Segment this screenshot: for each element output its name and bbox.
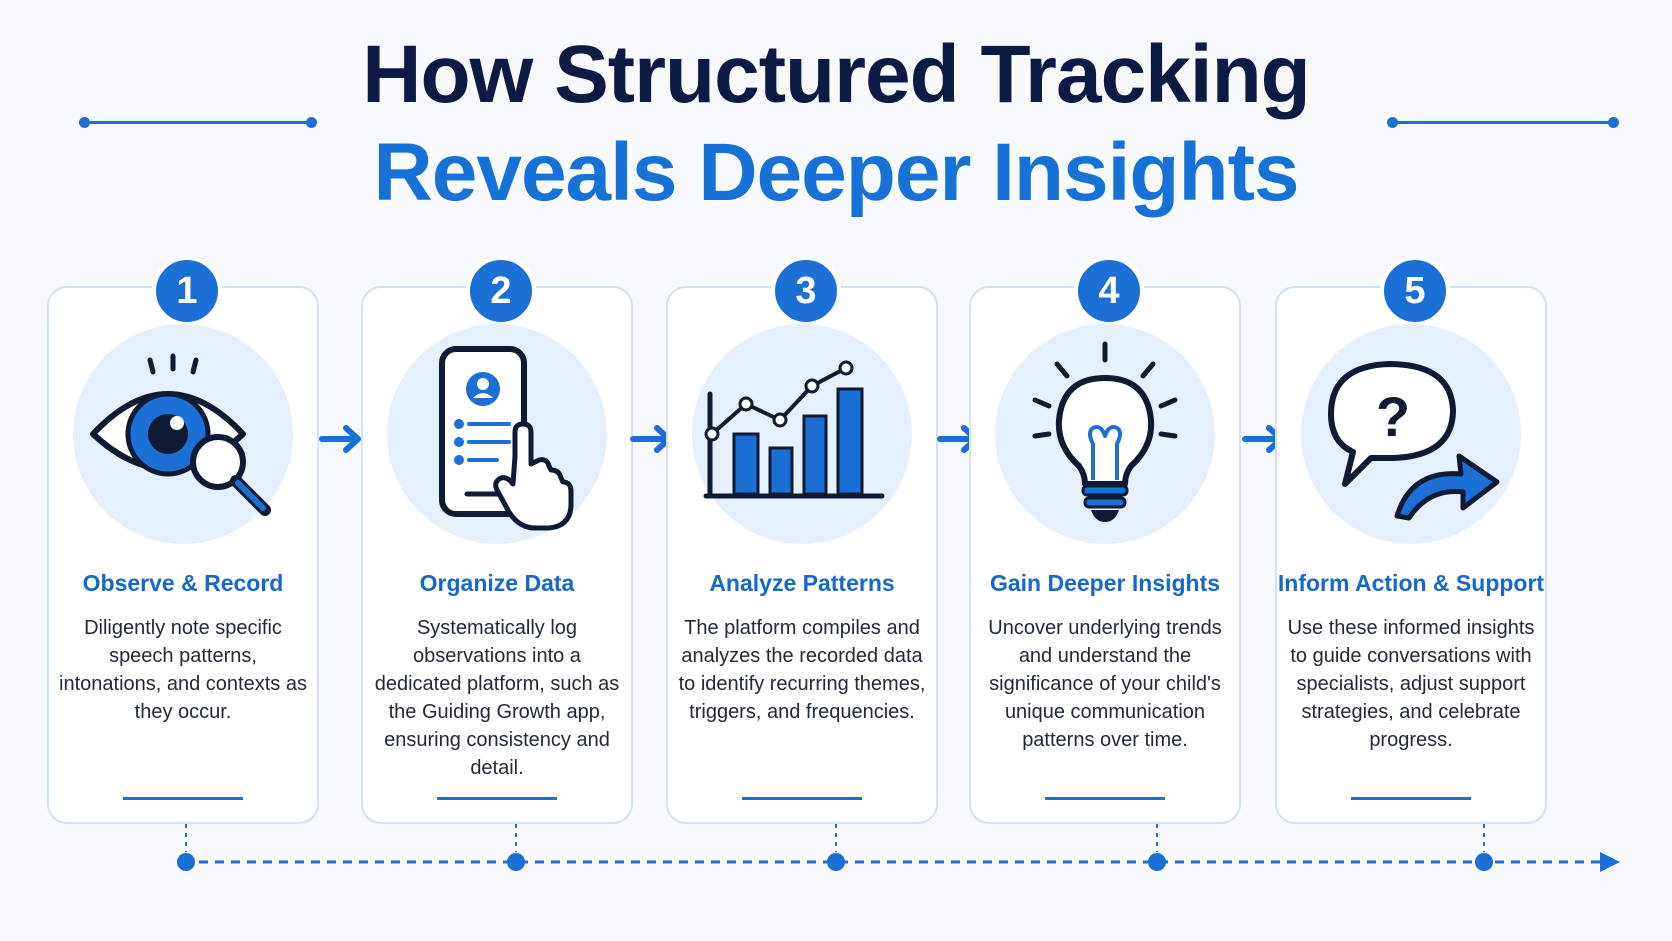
step-title: Inform Action & Support bbox=[1277, 570, 1545, 596]
step-title: Analyze Patterns bbox=[709, 570, 895, 596]
icon-backdrop: ? bbox=[1301, 324, 1521, 544]
title-line-1: How Structured Tracking bbox=[362, 29, 1311, 120]
step-description: Use these informed insights to guide con… bbox=[1287, 617, 1535, 751]
timeline-node-2 bbox=[507, 824, 525, 871]
card-divider bbox=[1351, 797, 1471, 800]
timeline-node-4 bbox=[1148, 824, 1166, 871]
card-divider bbox=[437, 797, 557, 800]
icon-backdrop bbox=[73, 324, 293, 544]
timeline bbox=[177, 824, 1620, 872]
icon-backdrop bbox=[995, 324, 1215, 544]
icon-backdrop bbox=[387, 324, 607, 544]
lightbulb-icon bbox=[1032, 341, 1178, 522]
step-number-badge: 5 bbox=[1380, 256, 1450, 326]
step-description: Systematically log observations into a d… bbox=[374, 617, 620, 779]
phone-tap-icon bbox=[439, 346, 574, 531]
timeline-node-1 bbox=[177, 824, 195, 871]
title-line-2: Reveals Deeper Insights bbox=[373, 127, 1300, 218]
question-bubble-arrow-icon: ? bbox=[1328, 361, 1500, 521]
step-card-1: 1 Observe & Record Diligently note speci… bbox=[47, 256, 319, 824]
timeline-arrowhead-icon bbox=[1600, 852, 1620, 872]
step-title: Gain Deeper Insights bbox=[989, 570, 1221, 596]
step-card-5: 5 ? Inform Action & Support Use these in… bbox=[1275, 256, 1547, 824]
step-number-badge: 4 bbox=[1074, 256, 1144, 326]
title-decoration-left bbox=[79, 117, 317, 128]
step-card-2: 2 Organize Data Systematically log obser… bbox=[361, 256, 633, 824]
step-title: Observe & Record bbox=[82, 570, 284, 596]
step-description: Uncover underlying trends and understand… bbox=[988, 617, 1222, 751]
eye-magnifier-icon bbox=[90, 353, 271, 516]
title-decoration-right bbox=[1387, 117, 1619, 128]
step-description: The platform compiles and analyzes the r… bbox=[678, 617, 926, 723]
step-number-badge: 1 bbox=[152, 256, 222, 326]
step-card-3: 3 Analyze Patterns The platform compiles… bbox=[666, 256, 938, 824]
step-number-badge: 3 bbox=[771, 256, 841, 326]
step-description: Diligently note specific speech patterns… bbox=[59, 617, 307, 723]
bar-line-chart-icon bbox=[703, 360, 885, 499]
timeline-node-3 bbox=[827, 824, 845, 871]
card-divider bbox=[742, 797, 862, 800]
card-divider bbox=[123, 797, 243, 800]
card-divider bbox=[1045, 797, 1165, 800]
arrow-right-icon bbox=[319, 425, 361, 453]
step-title: Organize Data bbox=[419, 570, 575, 596]
icon-backdrop bbox=[692, 324, 912, 544]
step-number-badge: 2 bbox=[466, 256, 536, 326]
step-card-4: 4 Gain Deeper Insights Uncover underlyin… bbox=[969, 256, 1241, 824]
timeline-node-5 bbox=[1475, 824, 1493, 871]
svg-text:?: ? bbox=[1376, 385, 1410, 448]
